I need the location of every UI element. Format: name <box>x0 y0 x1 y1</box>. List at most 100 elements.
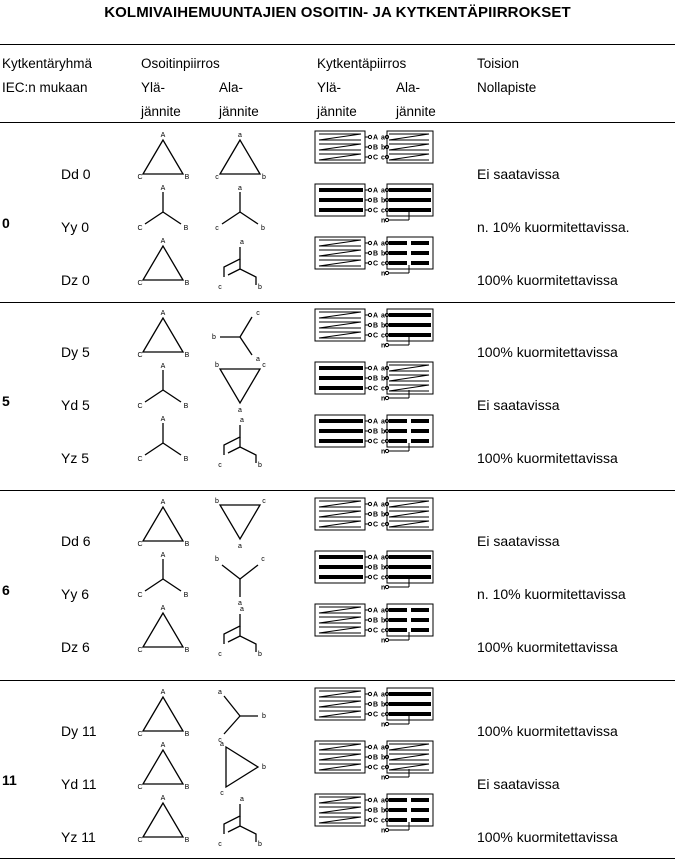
delta-phasor-diagram: ABC <box>137 742 189 791</box>
terminal-label: B <box>184 225 189 232</box>
terminal-label: A <box>161 185 166 192</box>
terminal-label: B <box>185 647 190 654</box>
neutral-availability: 100% kuormitettavissa <box>477 272 618 288</box>
terminal-label: A <box>373 798 378 805</box>
terminal-label: n <box>381 449 385 456</box>
delta-phasor-diagram: ABC <box>137 795 189 844</box>
vector-group-code: Dz 0 <box>61 272 90 288</box>
terminal-label: A <box>161 310 166 317</box>
terminal-label: c <box>261 556 265 563</box>
star-phasor-diagram: ABC <box>137 416 188 463</box>
delta-phasor-diagram: A B C <box>137 238 190 287</box>
header-phasor: Osoitinpiirros <box>141 56 220 71</box>
document-title: KOLMIVAIHEMUUNTAJIEN OSOITIN- JA KYTKENT… <box>104 4 571 21</box>
zigzag-phasor-diagram: abc <box>218 239 262 291</box>
vector-group-code: Yy 0 <box>61 219 90 235</box>
terminal-label: C <box>373 386 378 393</box>
terminal-label: B <box>185 280 190 287</box>
terminal-label: A <box>373 135 378 142</box>
terminal-label: b <box>261 225 265 232</box>
terminal-label: a <box>381 313 385 320</box>
terminal-label: a <box>381 188 385 195</box>
vector-group-code: Dd 0 <box>61 166 91 182</box>
header-wiring-hv-2: jännite <box>317 104 357 119</box>
zigzag-phasor-diagram: abc <box>218 796 262 848</box>
header-phasor-lv-1: Ala- <box>219 80 244 95</box>
terminal-label: b <box>381 755 385 762</box>
star-phasor-diagram: abc <box>215 185 265 232</box>
terminal-label: a <box>381 241 385 248</box>
group-divider <box>0 490 675 491</box>
terminal-label: a <box>238 600 242 607</box>
header-wiring-lv-1: Ala- <box>396 80 421 95</box>
terminal-label: B <box>373 702 378 709</box>
terminal-label: A <box>373 555 378 562</box>
neutral-availability: 100% kuormitettavissa <box>477 639 618 655</box>
terminal-label: n <box>381 638 385 645</box>
header-phasor-hv-1: Ylä- <box>141 80 166 95</box>
neutral-availability: Ei saatavissa <box>477 166 560 182</box>
delta-phasor-diagram: ABC <box>137 132 189 181</box>
neutral-availability: 100% kuormitettavissa <box>477 450 618 466</box>
terminal-label: C <box>137 174 142 181</box>
terminal-label: b <box>381 376 385 383</box>
delta-phasor-diagram: A B C <box>137 310 190 359</box>
terminal-label: b <box>381 251 385 258</box>
terminal-label: A <box>161 238 166 245</box>
terminal-label: C <box>137 403 142 410</box>
terminal-label: C <box>137 225 142 232</box>
terminal-label: A <box>373 366 378 373</box>
terminal-label: B <box>185 352 190 359</box>
header-wiring-lv-2: jännite <box>396 104 436 119</box>
terminal-label: C <box>373 575 378 582</box>
terminal-label: a <box>381 745 385 752</box>
terminal-label: b <box>258 841 262 848</box>
terminal-label: C <box>137 280 142 287</box>
terminal-label: a <box>240 417 244 424</box>
terminal-label: C <box>137 352 142 359</box>
terminal-label: C <box>373 765 378 772</box>
terminal-label: a <box>218 689 222 696</box>
terminal-label: b <box>258 651 262 658</box>
header-phasor-hv-2: jännite <box>141 104 181 119</box>
star-phasor-diagram: abc <box>218 689 266 744</box>
star-phasor-diagram: A B C <box>137 185 189 232</box>
terminal-label: C <box>137 592 142 599</box>
phase-shift-number: 0 <box>2 215 10 231</box>
delta-phasor-diagram: abc <box>215 132 266 181</box>
terminal-label: c <box>215 174 219 181</box>
terminal-label: C <box>137 784 142 791</box>
terminal-label: b <box>381 323 385 330</box>
terminal-label: A <box>373 745 378 752</box>
terminal-label: C <box>137 647 142 654</box>
terminal-label: C <box>373 818 378 825</box>
terminal-label: c <box>218 841 222 848</box>
terminal-label: c <box>218 651 222 658</box>
terminal-label: b <box>381 512 385 519</box>
terminal-label: B <box>185 731 190 738</box>
terminal-label: a <box>381 555 385 562</box>
terminal-label: c <box>218 284 222 291</box>
terminal-label: B <box>373 512 378 519</box>
terminal-label: B <box>185 541 190 548</box>
terminal-label: C <box>373 333 378 340</box>
terminal-label: b <box>215 362 219 369</box>
terminal-label: B <box>373 376 378 383</box>
terminal-label: a <box>381 608 385 615</box>
terminal-label: C <box>373 628 378 635</box>
terminal-label: C <box>373 208 378 215</box>
terminal-label: b <box>258 284 262 291</box>
terminal-label: C <box>373 712 378 719</box>
header-bottom-rule <box>0 122 675 123</box>
terminal-label: B <box>373 145 378 152</box>
neutral-availability: 100% kuormitettavissa <box>477 344 618 360</box>
header-group-line2: IEC:n mukaan <box>2 80 88 95</box>
neutral-availability: 100% kuormitettavissa <box>477 723 618 739</box>
